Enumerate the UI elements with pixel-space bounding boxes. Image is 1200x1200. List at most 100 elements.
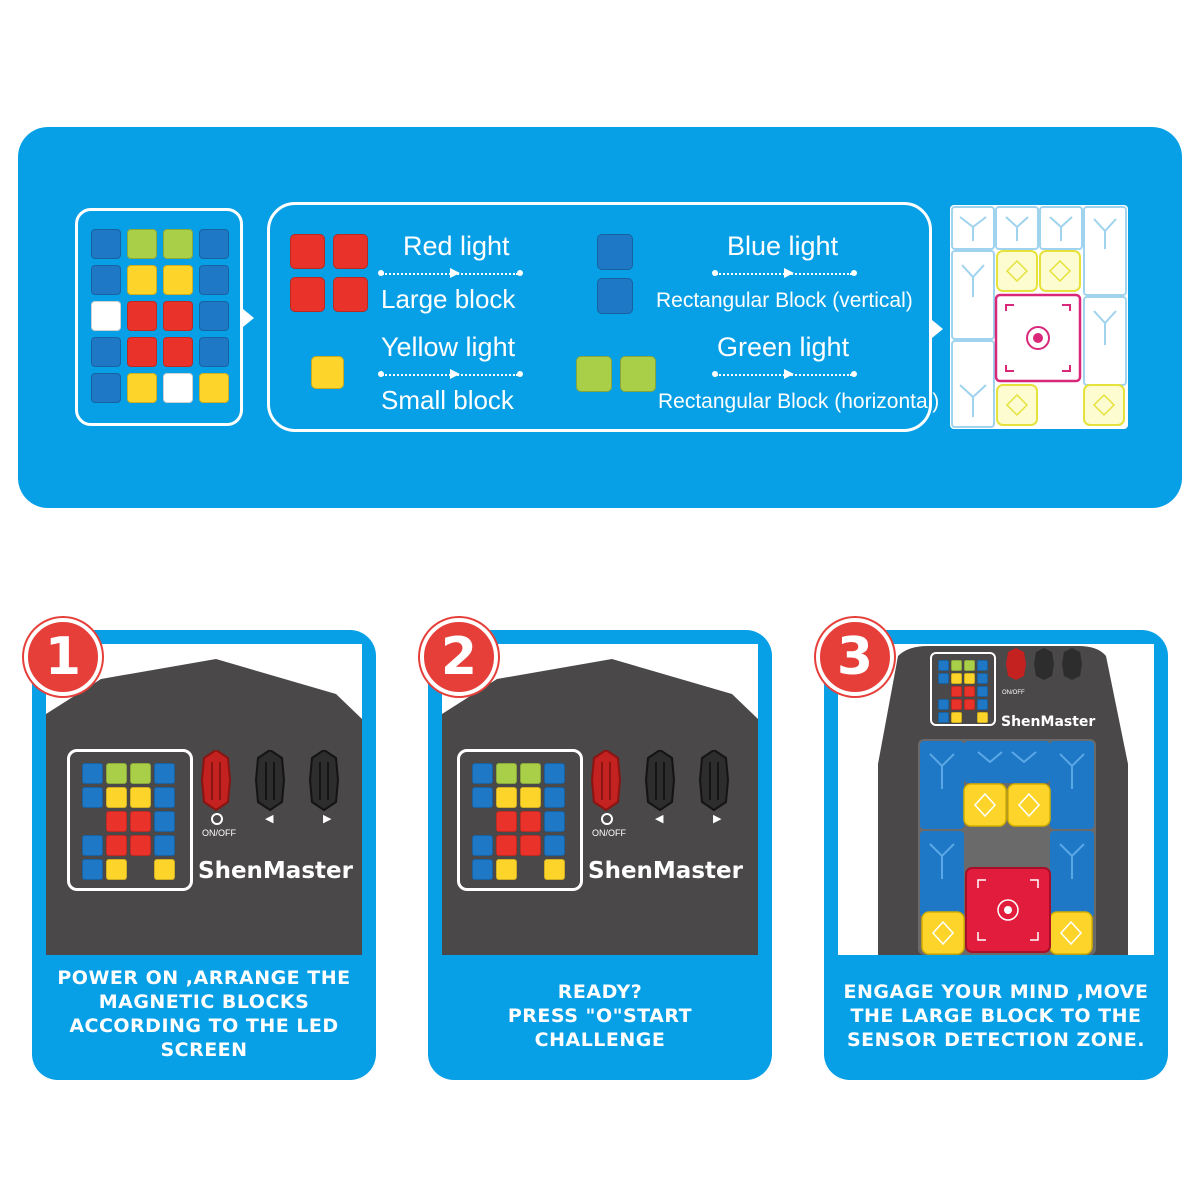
step-number-3: 3 — [816, 618, 894, 696]
led-cell — [977, 660, 988, 671]
yellow-arrow — [378, 369, 523, 379]
red-light-swatch — [290, 277, 325, 312]
blue-arrow — [712, 268, 857, 278]
led-cell — [496, 811, 517, 832]
led-cell — [472, 859, 493, 880]
right-button — [308, 750, 340, 812]
led-cell — [127, 301, 157, 331]
led-cell — [520, 787, 541, 808]
led-cell — [127, 337, 157, 367]
device-led-screen — [67, 749, 193, 891]
led-cell — [154, 859, 175, 880]
power-indicator-icon — [211, 813, 223, 825]
led-cell — [199, 229, 229, 259]
led-cell — [199, 301, 229, 331]
vertical-block-label: Rectangular Block (vertical) — [656, 289, 913, 312]
led-cell — [163, 301, 193, 331]
led-cell — [520, 859, 541, 880]
led-cell — [938, 686, 949, 697]
led-cell — [938, 699, 949, 710]
led-cell — [130, 787, 151, 808]
led-cell — [938, 712, 949, 723]
led-cell — [544, 787, 565, 808]
large-block-label: Large block — [381, 284, 516, 314]
led-cell — [496, 763, 517, 784]
led-cell — [544, 763, 565, 784]
power-label: ON/OFF — [202, 828, 236, 838]
right-arrow-icon: ▶ — [323, 813, 332, 825]
device-buttons — [590, 750, 730, 812]
led-cell — [154, 835, 175, 856]
led-cell — [82, 811, 103, 832]
led-cell — [544, 859, 565, 880]
right-arrow-icon: ▶ — [713, 813, 722, 825]
device-led-grid — [472, 763, 565, 880]
device-led-grid — [82, 763, 175, 880]
brand-label: ShenMaster — [198, 858, 353, 884]
left-button — [644, 750, 676, 812]
led-cell — [472, 787, 493, 808]
led-cell — [938, 673, 949, 684]
step-1-instruction: POWER ON ,ARRANGE THE MAGNETIC BLOCKS AC… — [57, 967, 351, 1061]
board-layout-illustration — [950, 205, 1128, 429]
blue-light-label: Blue light — [727, 231, 839, 261]
led-cell — [163, 373, 193, 403]
step-card-1: ON/OFF ◀ ▶ ShenMaster POWER ON ,ARRANGE … — [32, 630, 376, 1080]
led-cell — [106, 763, 127, 784]
led-cell — [91, 229, 121, 259]
led-cell — [199, 373, 229, 403]
led-cell — [496, 835, 517, 856]
legend-box: Red light Large block Yellow light Small… — [267, 202, 943, 432]
led-cell — [127, 265, 157, 295]
horizontal-block-label: Rectangular Block (horizontal) — [658, 390, 940, 413]
led-cell — [977, 699, 988, 710]
led-cell — [544, 835, 565, 856]
led-cell — [951, 673, 962, 684]
green-arrow — [712, 369, 857, 379]
red-light-swatch — [290, 234, 325, 269]
led-cell — [106, 811, 127, 832]
green-light-swatch — [620, 356, 656, 392]
led-cell — [951, 686, 962, 697]
led-cell — [520, 835, 541, 856]
mini-right-button — [1062, 648, 1082, 680]
power-button — [200, 750, 232, 812]
led-cell — [472, 811, 493, 832]
led-cell — [964, 660, 975, 671]
led-screen-pattern — [75, 208, 254, 426]
brand-label: ShenMaster — [588, 858, 743, 884]
led-cell — [82, 859, 103, 880]
led-cell — [91, 373, 121, 403]
led-cell — [199, 265, 229, 295]
device-buttons — [200, 750, 340, 812]
led-cell — [977, 712, 988, 723]
led-cell — [106, 835, 127, 856]
led-cell — [496, 859, 517, 880]
led-cell — [951, 660, 962, 671]
led-cell — [472, 835, 493, 856]
step-2-illustration: ON/OFF ◀ ▶ ShenMaster — [442, 644, 758, 955]
led-cell — [964, 712, 975, 723]
red-light-swatch — [333, 234, 368, 269]
led-cell — [154, 811, 175, 832]
led-cell — [520, 811, 541, 832]
led-cell — [977, 673, 988, 684]
red-light-swatch — [333, 277, 368, 312]
green-light-swatch — [576, 356, 612, 392]
led-cell — [951, 712, 962, 723]
led-cell — [106, 787, 127, 808]
led-cell — [472, 763, 493, 784]
led-cell — [82, 835, 103, 856]
led-cell — [951, 699, 962, 710]
led-grid — [91, 229, 229, 403]
blue-light-swatch — [597, 278, 633, 314]
step-1-illustration: ON/OFF ◀ ▶ ShenMaster — [46, 644, 362, 955]
led-cell — [199, 337, 229, 367]
step-number-2: 2 — [420, 618, 498, 696]
device-led-screen — [457, 749, 583, 891]
led-cell — [130, 763, 151, 784]
left-arrow-icon: ◀ — [655, 813, 664, 825]
green-light-label: Green light — [717, 332, 850, 362]
mini-left-button — [1034, 648, 1054, 680]
small-block-label: Small block — [381, 385, 514, 415]
